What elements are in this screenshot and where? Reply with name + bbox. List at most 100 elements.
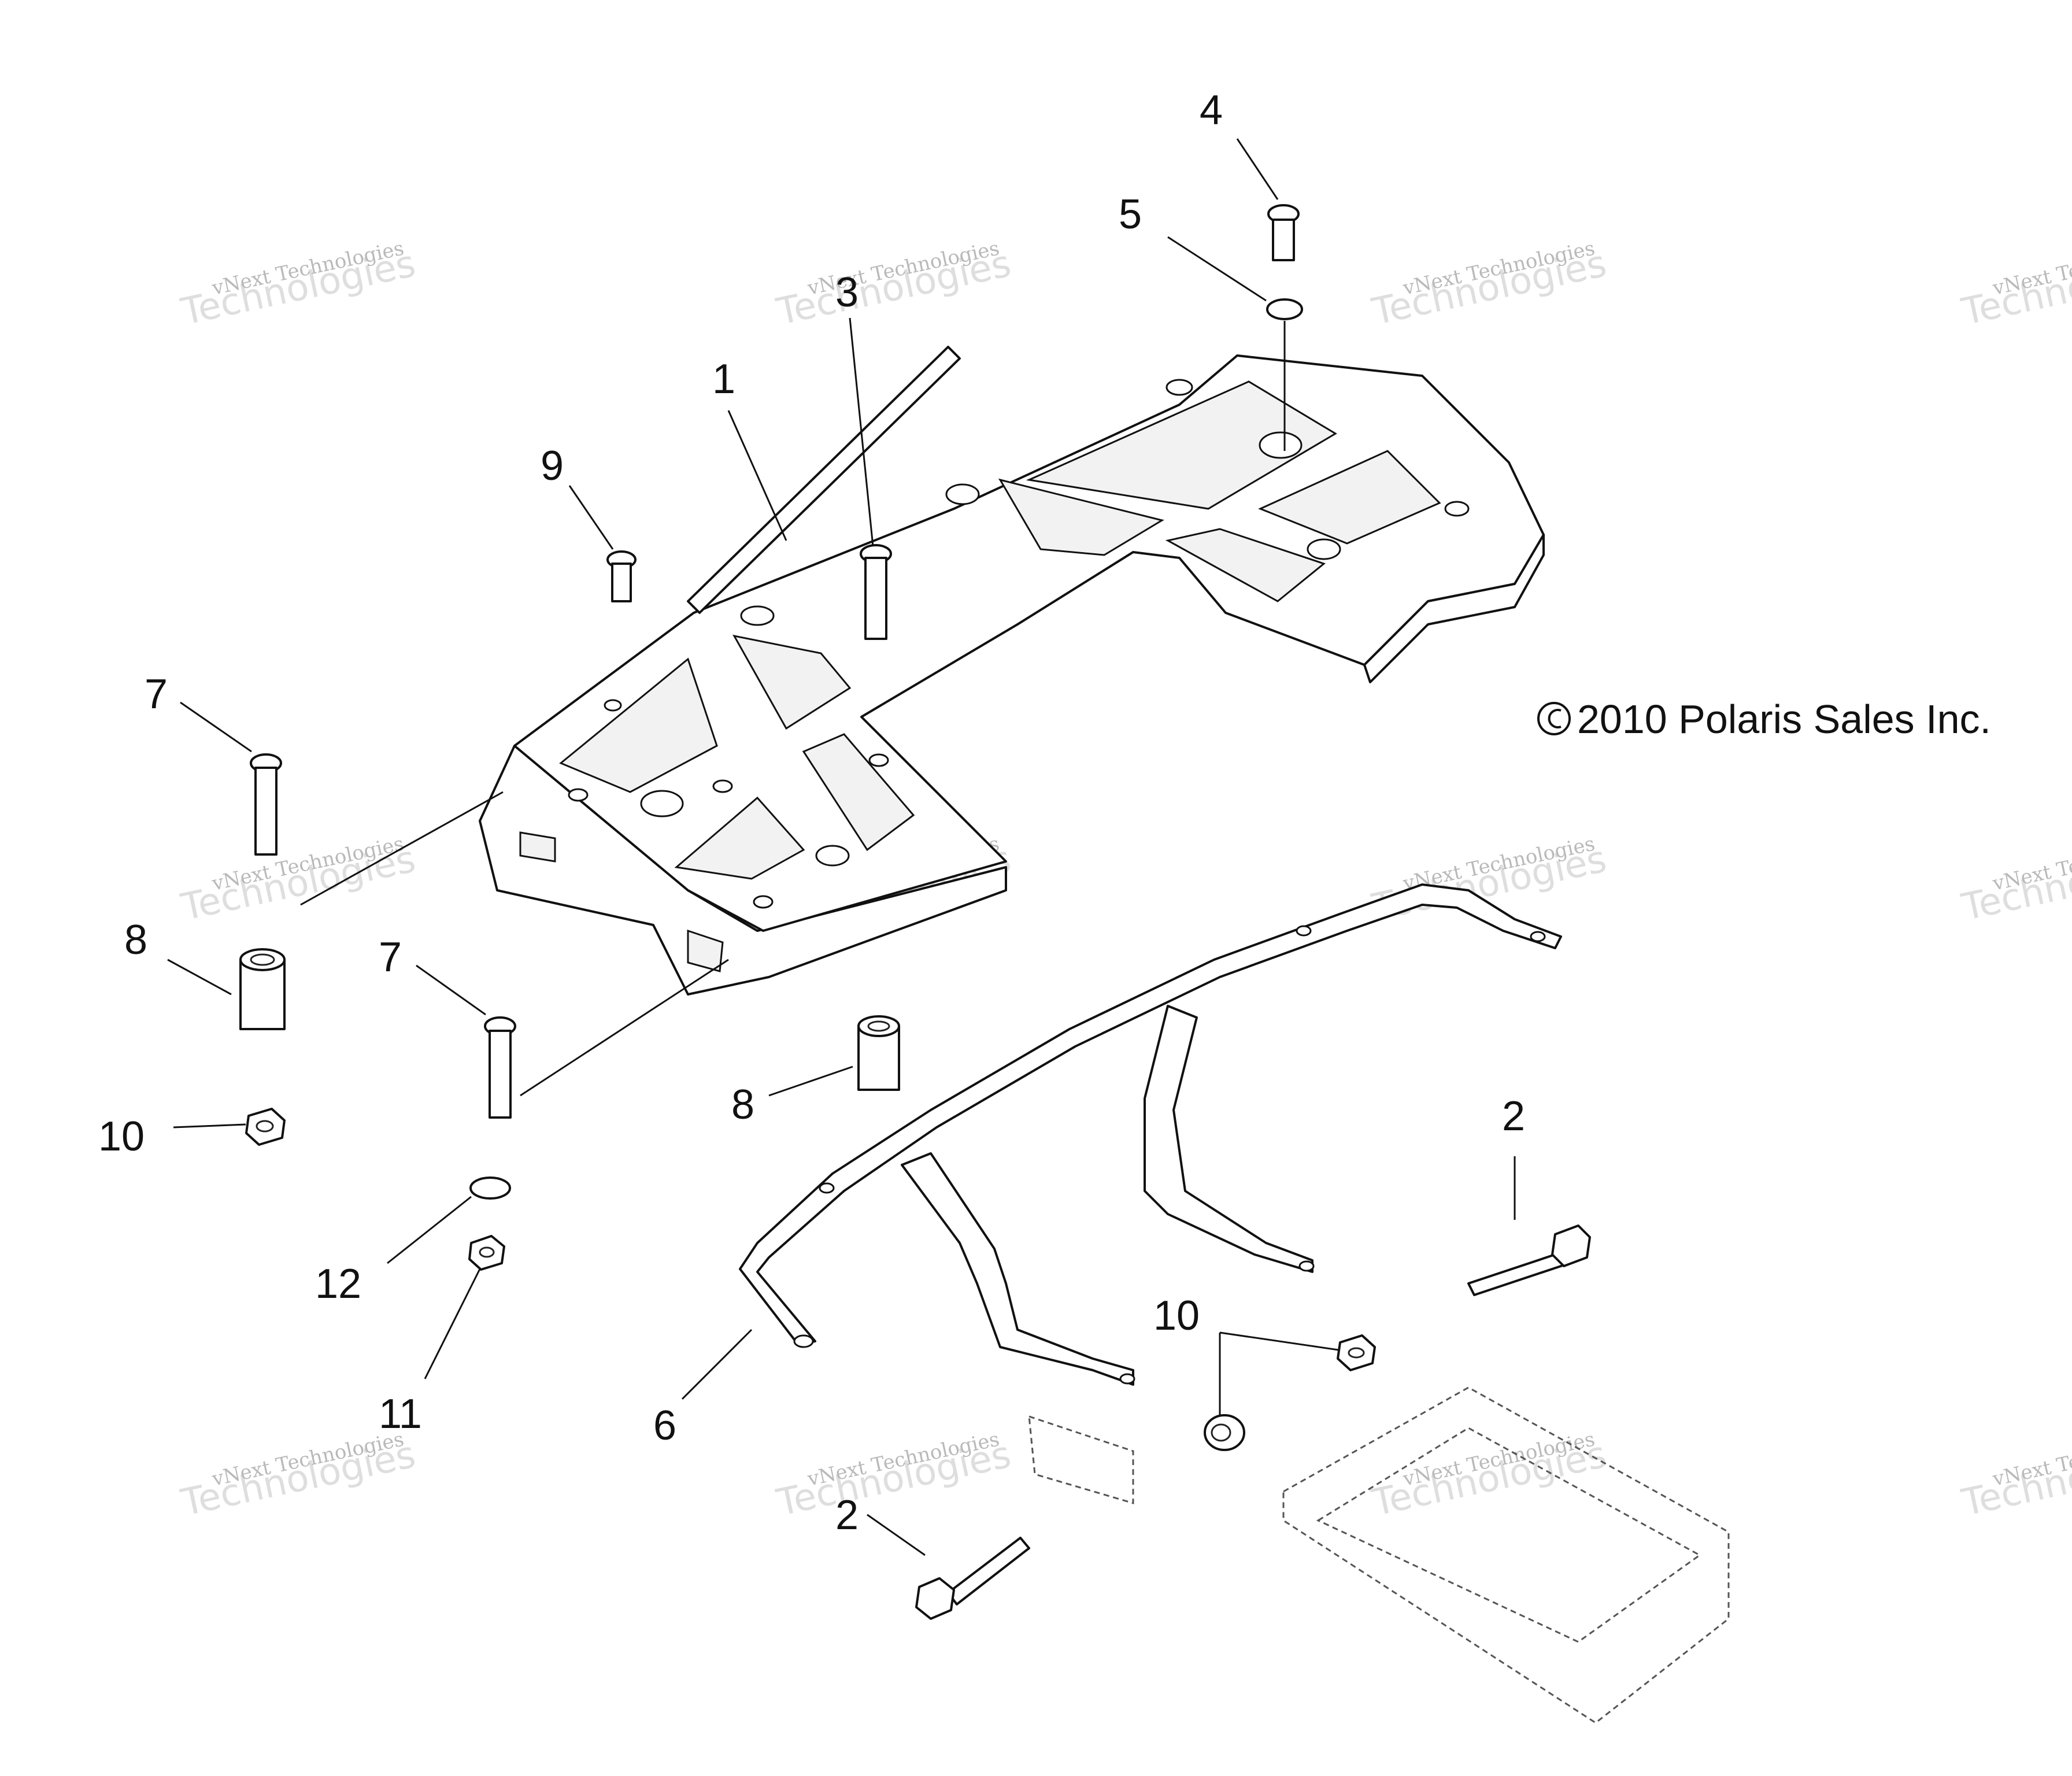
washer-12 xyxy=(469,1176,511,1200)
rack-hole xyxy=(712,779,733,793)
fasteners xyxy=(239,204,1591,1620)
leader-6 xyxy=(681,1329,753,1400)
leader-4 xyxy=(1236,138,1279,200)
rack-panel xyxy=(479,346,1545,996)
bolt-2-right xyxy=(1467,1224,1591,1296)
watermark: Technologies vNext Technologies xyxy=(1958,236,2072,334)
copyright-symbol-icon-c xyxy=(1548,709,1562,728)
bolt-7-lower xyxy=(484,1016,516,1119)
rack-hole xyxy=(815,845,850,867)
leader-8-left xyxy=(167,959,232,996)
callout-5: 5 xyxy=(1119,191,1142,238)
rack-recess xyxy=(732,634,852,730)
callout-4: 4 xyxy=(1200,87,1223,134)
leader-11 xyxy=(424,1268,481,1379)
ghost-tray xyxy=(1282,1386,1730,1724)
ghost-parts xyxy=(1028,1386,1730,1724)
callout-8: 8 xyxy=(731,1082,754,1128)
rack-frame xyxy=(739,883,1562,1386)
rack-hole xyxy=(604,699,622,712)
ghost-bracket xyxy=(1028,1415,1134,1505)
callout-7: 7 xyxy=(379,934,402,980)
watermark: Technologies vNext Technologies xyxy=(1958,832,2072,929)
rack-slot xyxy=(687,929,724,972)
grommet-10 xyxy=(1204,1414,1245,1451)
callouts: 4 5 3 1 9 7 8 7 10 12 11 8 2 10 6 2 xyxy=(98,87,1525,1538)
rack-panel-side xyxy=(479,745,1007,996)
rack-hole xyxy=(1166,379,1193,396)
leader-7-lower-to-rack xyxy=(520,959,729,1097)
nut-10-left xyxy=(245,1108,286,1146)
leader-12 xyxy=(387,1196,472,1264)
callout-10: 10 xyxy=(98,1113,145,1160)
watermark: Technologies vNext Technologies xyxy=(773,236,1015,334)
leader-7-upper xyxy=(180,701,252,753)
leader-5 xyxy=(1167,236,1267,302)
rack-hole xyxy=(945,483,980,505)
callout-11: 11 xyxy=(379,1391,422,1437)
rack-recess xyxy=(674,796,805,880)
rack-frame-hole xyxy=(793,1334,814,1348)
rack-hole xyxy=(868,753,889,767)
rack-recess xyxy=(1026,380,1337,510)
leader-10-right xyxy=(1219,1331,1339,1351)
rack-frame-hole xyxy=(1298,1260,1315,1272)
rack-recess xyxy=(998,478,1164,556)
rack-hole xyxy=(568,788,589,802)
callout-6: 6 xyxy=(653,1403,676,1449)
watermarks: Technologies vNext Technologies Technolo… xyxy=(177,236,2072,1525)
callout-10: 10 xyxy=(1153,1293,1200,1339)
rack-panel-lip xyxy=(1363,534,1545,683)
rack-recess xyxy=(802,733,915,852)
callout-8: 8 xyxy=(124,917,147,963)
rack-recess xyxy=(559,657,718,793)
watermark: Technologies vNext Technologies xyxy=(773,1427,1015,1525)
callout-3: 3 xyxy=(835,269,859,316)
leader-7-lower xyxy=(416,964,486,1016)
rack-frame-leg xyxy=(1144,1005,1314,1273)
rack-frame-hole xyxy=(1296,925,1312,937)
washer-5 xyxy=(1266,298,1303,320)
spacer-8-center xyxy=(857,1015,900,1091)
copyright-symbol-icon xyxy=(1537,702,1571,735)
callout-1: 1 xyxy=(712,356,735,402)
nut-10-right xyxy=(1337,1334,1376,1371)
watermark: Technologies vNext Technologies xyxy=(1368,1427,1611,1525)
rack-frame-rail xyxy=(739,883,1562,1345)
leader-3 xyxy=(849,317,874,547)
rack-hole xyxy=(753,895,774,909)
bolt-3 xyxy=(860,544,892,640)
watermark: Technologies vNext Technologies xyxy=(1958,1427,2072,1525)
rack-frame-hole xyxy=(819,1182,835,1194)
leader-lines xyxy=(167,138,1516,1556)
bolt-4 xyxy=(1267,204,1300,261)
watermark: Technologies vNext Technologies xyxy=(1368,236,1611,334)
callout-2: 2 xyxy=(835,1492,859,1538)
rack-hole xyxy=(1307,538,1341,560)
spacer-8-left xyxy=(239,948,286,1030)
callout-12: 12 xyxy=(315,1261,361,1307)
rack-hole xyxy=(740,605,775,626)
callout-2: 2 xyxy=(1502,1093,1525,1139)
copyright-text: 2010 Polaris Sales Inc. xyxy=(1577,697,1991,742)
bolt-7-upper xyxy=(250,753,282,856)
leader-2-lower xyxy=(867,1514,926,1556)
callout-7: 7 xyxy=(145,671,168,717)
rack-frame-hole xyxy=(1530,931,1546,942)
copyright-block: 2010 Polaris Sales Inc. xyxy=(1537,697,1991,742)
rack-slot xyxy=(519,831,556,863)
rack-hole xyxy=(1259,431,1303,459)
rack-hole xyxy=(640,790,684,817)
leader-9 xyxy=(568,485,614,550)
leader-1 xyxy=(727,410,787,541)
rack-hole xyxy=(1444,501,1470,517)
rack-frame-hole xyxy=(1119,1373,1135,1385)
leader-7-upper-to-rack xyxy=(300,791,504,906)
rack-recess xyxy=(1165,528,1326,602)
leader-10-left xyxy=(173,1123,246,1128)
rack-recess xyxy=(1258,450,1441,545)
watermark: Technologies vNext Technologies xyxy=(177,832,420,929)
callout-9: 9 xyxy=(541,443,564,489)
bolt-9 xyxy=(606,550,637,602)
